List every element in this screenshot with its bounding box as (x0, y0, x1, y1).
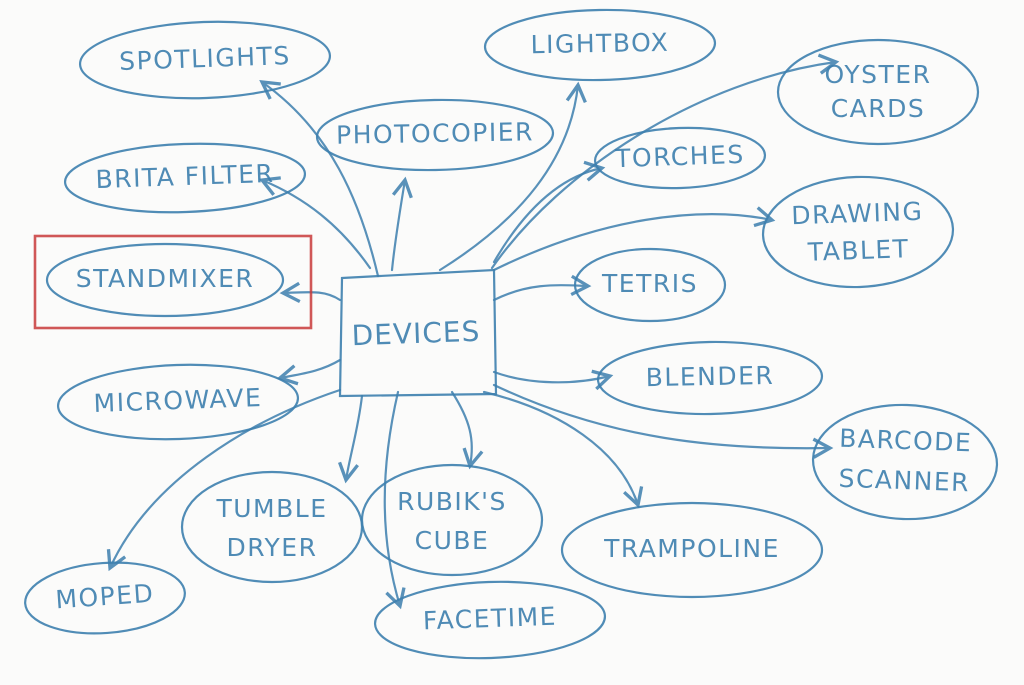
highlight-box (33, 234, 313, 330)
node-blender: BLENDER (596, 340, 824, 416)
bubble-photocopier (315, 98, 555, 172)
bubble-moped (24, 561, 186, 635)
connector-oyster-cards (490, 53, 840, 270)
node-photocopier: PHOTOCOPIER (315, 98, 555, 172)
connector-photocopier (390, 176, 413, 272)
node-oyster-cards: OYSTER CARDS (776, 38, 980, 146)
hub-box (338, 268, 498, 398)
connector-lightbox (438, 81, 587, 272)
node-label-lightbox: LIGHTBOX (530, 28, 669, 59)
bubble-barcode-scanner (811, 403, 999, 521)
connector-standmixer (279, 281, 342, 304)
node-label-moped: MOPED (55, 579, 156, 615)
bubble-oyster-cards (776, 38, 980, 146)
bubble-microwave (56, 363, 300, 441)
node-label-facetime: FACETIME (422, 602, 557, 636)
connector-spotlights (259, 80, 380, 278)
connector-blender (492, 369, 614, 391)
bubble-brita-filter (63, 142, 307, 214)
bubble-drawing-tablet (761, 175, 955, 289)
node-label-rubiks-cube: RUBIK'S (397, 487, 507, 516)
connector-rubiks-cube (450, 390, 484, 470)
node-standmixer: STANDMIXER (33, 234, 313, 330)
bubble-spotlights (78, 20, 332, 100)
node-tumble-dryer: TUMBLE DRYER (180, 470, 364, 584)
connector-drawing-tablet (492, 206, 776, 272)
node-label-blender: BLENDER (645, 361, 774, 392)
node-label-trampoline: TRAMPOLINE (603, 534, 780, 563)
bubble-trampoline (560, 501, 824, 599)
node-label-drawing-tablet: DRAWING (791, 197, 924, 231)
bubble-tumble-dryer (180, 470, 364, 584)
bubble-lightbox (483, 8, 717, 82)
node-label-oyster-cards: CARDS (831, 94, 926, 123)
bubble-torches (593, 126, 767, 190)
connector-barcode-scanner (492, 383, 834, 459)
connector-brita-filter (258, 176, 372, 270)
bubble-blender (596, 340, 824, 416)
bubble-rubiks-cube (360, 463, 544, 577)
node-label-microwave: MICROWAVE (93, 383, 263, 418)
node-label-rubiks-cube: CUBE (415, 526, 490, 555)
node-trampoline: TRAMPOLINE (560, 501, 824, 599)
node-label-oyster-cards: OYSTER (825, 60, 932, 89)
node-microwave: MICROWAVE (56, 363, 300, 441)
connector-torches (492, 160, 606, 264)
node-label-tumble-dryer: TUMBLE (215, 494, 327, 523)
node-facetime: FACETIME (373, 580, 607, 660)
node-label-barcode-scanner: BARCODE (839, 424, 973, 458)
bubble-tetris (573, 247, 727, 323)
connector-tumble-dryer (338, 394, 364, 484)
node-label-spotlights: SPOTLIGHTS (119, 41, 291, 76)
node-barcode-scanner: BARCODE SCANNER (811, 403, 999, 521)
connector-microwave (276, 358, 342, 386)
node-label-torches: TORCHES (614, 140, 745, 174)
node-rubiks-cube: RUBIK'S CUBE (360, 463, 544, 577)
connector-facetime (383, 390, 406, 610)
node-tetris: TETRIS (573, 247, 727, 323)
node-lightbox: LIGHTBOX (483, 8, 717, 82)
node-moped: MOPED (24, 561, 186, 635)
bubble-standmixer (45, 242, 285, 318)
connector-tetris (492, 274, 592, 302)
node-label-tumble-dryer: DRYER (227, 533, 318, 562)
bubble-facetime (373, 580, 607, 660)
node-torches: TORCHES (593, 126, 767, 190)
node-label-brita-filter: BRITA FILTER (95, 159, 275, 194)
node-label-photocopier: PHOTOCOPIER (336, 117, 534, 149)
connector-moped (106, 388, 342, 572)
node-label-standmixer: STANDMIXER (76, 264, 255, 293)
hub-label: DEVICES (351, 315, 481, 352)
node-spotlights: SPOTLIGHTS (78, 20, 332, 100)
node-brita-filter: BRITA FILTER (63, 142, 307, 214)
connector-trampoline (482, 390, 644, 509)
node-label-barcode-scanner: SCANNER (838, 464, 970, 498)
node-label-tetris: TETRIS (601, 269, 698, 298)
node-label-drawing-tablet: TABLET (806, 234, 910, 267)
